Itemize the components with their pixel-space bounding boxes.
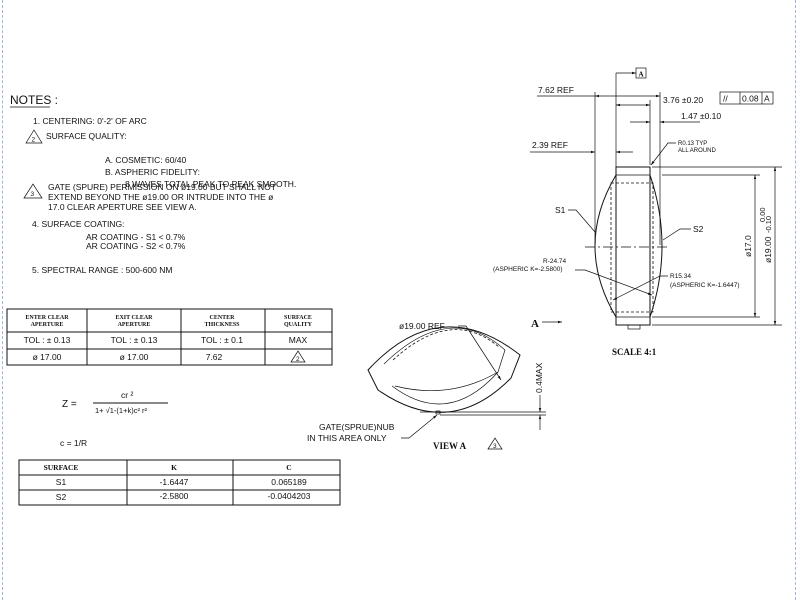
header-enter-l2: APERTURE [31,322,64,328]
note-2: SURFACE QUALITY: [46,131,127,141]
view-a-triangle-3-icon: 3 [487,437,503,450]
r-24-74: R-24.74 [543,258,567,265]
value-enter: ø 17.00 [33,352,62,362]
r-15-34: R15.34 [670,273,691,280]
note-4a: AR COATING - S1 < 0.7% [86,232,186,242]
note-3-line1: GATE (SPURE) PERMISSION ON ø19.00 BUT SH… [48,182,276,192]
label-s1: S1 [555,205,566,215]
row-s1-surface: S1 [56,477,67,487]
surface-s2 [649,174,663,318]
notes-title: NOTES : [10,93,58,107]
dim-dia-17: ø17.0 [743,235,753,257]
dim-2-39-ref: 2.39 REF [532,140,568,150]
r013-note-l2: ALL AROUND [678,148,716,154]
note-4b: AR COATING - S2 < 0.7% [86,241,186,251]
tol-exit: TOL : ± 0.13 [111,335,158,345]
view-a-max-dim: 0.4MAX [534,362,544,393]
header-quality-l2: QUALITY [284,322,313,328]
triangle-2-icon: 2 [25,129,43,144]
row-s2-c: -0.0404203 [267,491,310,501]
dim-7-62-ref: 7.62 REF [538,85,574,95]
dim-dia-19-tol-lower: -0.10 [764,216,773,233]
dim-dia-19-tol-upper: 0.00 [758,207,767,222]
r-15-34-aspheric: (ASPHERIC K=-1.6447) [670,282,740,289]
formula-numerator: cr ² [121,390,133,400]
tol-thickness: TOL : ± 0.1 [201,335,243,345]
surface-header: SURFACE [44,463,79,472]
view-a-ref-diameter: ø19.00 REF [399,321,445,331]
label-s2: S2 [693,224,704,234]
surface-s1 [594,174,617,318]
header-exit-l1: EXIT CLEAR [115,315,153,321]
note-2b: B. ASPHERIC FIDELITY: [105,167,200,177]
note-1: 1. CENTERING: 0'-2' OF ARC [33,116,147,126]
value-exit: ø 17.00 [120,352,149,362]
quality-triangle-icon: 2 [290,350,306,363]
svg-text:3: 3 [493,443,497,450]
spec-table: ENTER CLEAR APERTURE EXIT CLEAR APERTURE… [6,308,333,366]
view-a-title: VIEW A [433,441,467,451]
fcf-datum: A [764,94,770,104]
header-quality-l1: SURFACE [284,315,312,321]
note-2a: A. COSMETIC: 60/40 [105,155,187,165]
notes-block: NOTES : 1. CENTERING: 0'-2' OF ARC 2 SUR… [10,93,296,275]
surface-table: SURFACE K C S1 -1.6447 0.065189 S2 -2.58… [18,459,341,506]
row-s2-k: -2.5800 [160,491,189,501]
dim-dia-19: ø19.00 [763,236,773,263]
r-24-74-aspheric: (ASPHERIC K=-2.5800) [493,266,563,273]
row-s1-c: 0.065189 [271,477,307,487]
tol-quality: MAX [289,335,308,345]
sheet-border-right [795,0,796,600]
row-s1-k: -1.6447 [160,477,189,487]
header-exit-l2: APERTURE [118,322,151,328]
dim-1-47: 1.47 ±0.10 [681,111,721,121]
tol-enter: TOL : ± 0.13 [24,335,71,345]
header-thickness-l2: THICKNESS [204,322,240,328]
parallelism-icon: // [723,94,728,104]
gate-note-l2: IN THIS AREA ONLY [307,433,387,443]
row-s2-surface: S2 [56,492,67,502]
note-3-line2: EXTEND BEYOND THE ø19.00 OR INTRUDE INTO… [48,192,273,202]
scale-label: SCALE 4:1 [612,347,657,357]
header-enter-l1: ENTER CLEAR [25,315,69,321]
svg-text:3: 3 [31,191,35,198]
datum-flag-a: A [639,71,644,79]
note-5: 5. SPECTRAL RANGE : 500-600 NM [32,265,172,275]
view-a-drawing: ø19.00 REF 0.4MAX GATE(SPRUE)NUB IN THIS… [307,321,546,451]
c-header: C [286,463,291,472]
formula-lhs: Z = [62,399,77,410]
sheet-border-left [2,0,3,600]
c-definition: c = 1/R [60,438,87,448]
header-thickness-l1: CENTER [209,315,235,321]
svg-text:2: 2 [32,137,36,144]
note-3-line3: 17.0 CLEAR APERTURE SEE VIEW A. [48,202,197,212]
view-a-arrow-label: A [531,318,539,330]
r013-note-l1: R0.13 TYP [678,141,707,147]
fcf-tolerance: 0.08 [742,94,759,104]
note-2b-detail: 8 WAVES TOTAL PEAK TO PEAK SMOOTH. [125,179,296,189]
dim-3-76: 3.76 ±0.20 [663,95,703,105]
value-thickness: 7.62 [206,352,223,362]
note-4: 4. SURFACE COATING: [32,219,124,229]
asphere-formula: Z = cr ² 1+ √1-(1+k)c² r² c = 1/R [60,390,168,448]
formula-denominator: 1+ √1-(1+k)c² r² [95,406,148,415]
lens-side-view: A 7.62 REF 3.76 ±0.20 // 0.08 A 1.47 ±0.… [493,67,782,357]
svg-text:2: 2 [296,356,300,363]
triangle-3-icon: 3 [23,183,43,199]
feature-control-frame: // 0.08 A [719,91,774,105]
gate-note-l1: GATE(SPRUE)NUB [319,422,395,432]
k-header: K [171,463,177,472]
